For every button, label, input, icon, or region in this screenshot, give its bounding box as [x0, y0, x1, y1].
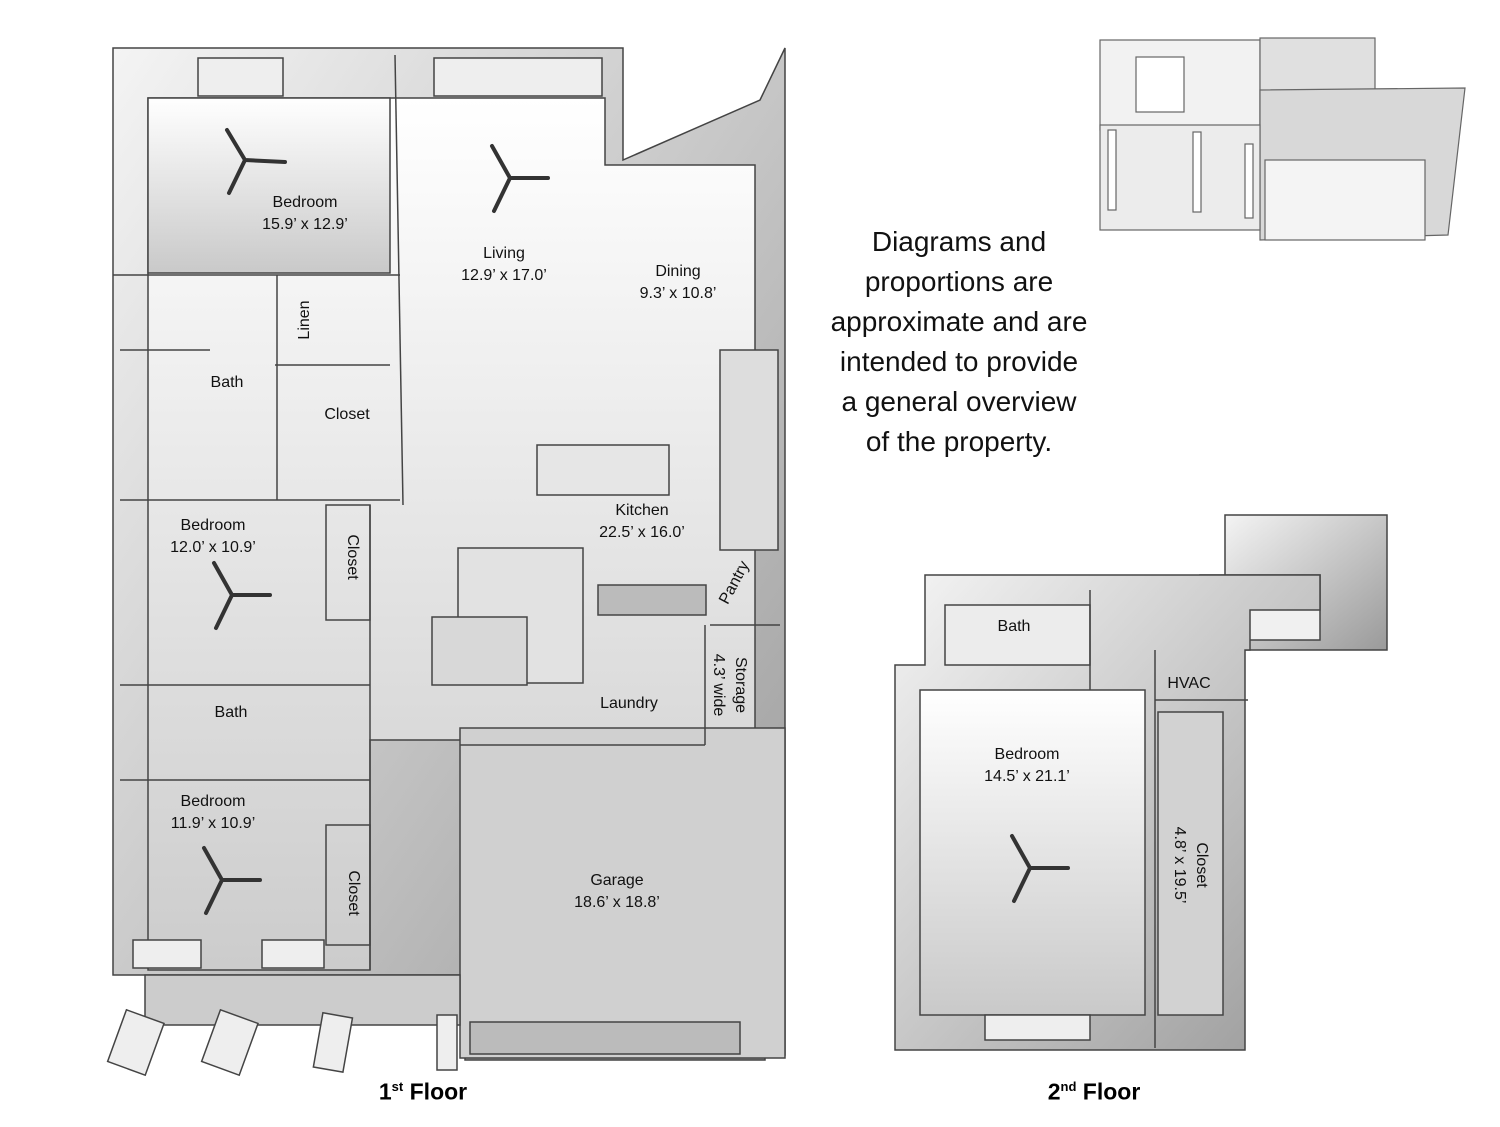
room-name: Dining — [655, 263, 701, 280]
room-size: 18.6’ x 18.8’ — [574, 894, 660, 911]
room-size: 11.9’ x 10.9’ — [170, 815, 256, 832]
room-size: 22.5’ x 16.0’ — [599, 524, 685, 541]
room-label-bath-1: Bath — [210, 374, 244, 391]
room-label-dining: Dining 9.3’ x 10.8’ — [640, 261, 717, 305]
room-size: 9.3’ x 10.8’ — [639, 285, 717, 302]
room-label-bedroom-upstairs: Bedroom 14.5’ x 21.1’ — [984, 744, 1070, 788]
floor-ordinal: nd — [1060, 1078, 1077, 1094]
room-name: Kitchen — [615, 502, 669, 519]
room-size: 4.3’ wide — [710, 653, 727, 717]
floor-word: Floor — [403, 1078, 468, 1105]
room-label-closet-1: Closet — [324, 406, 370, 423]
room-label-closet-upstairs: Closet 4.8’ x 19.5’ — [1168, 827, 1212, 904]
room-name: Garage — [590, 872, 644, 889]
room-label-laundry: Laundry — [600, 695, 658, 712]
room-label-closet-2: Closet — [344, 534, 361, 580]
room-label-bedroom-2: Bedroom 12.0’ x 10.9’ — [170, 515, 256, 559]
ceiling-fan-icons — [202, 128, 1070, 915]
floor-number: 2 — [1047, 1078, 1061, 1105]
second-floor-plan — [894, 514, 1388, 1051]
room-label-storage: Storage 4.3’ wide — [707, 654, 751, 717]
room-label-garage: Garage 18.6’ x 18.8’ — [574, 870, 660, 914]
room-size: 14.5’ x 21.1’ — [984, 768, 1070, 785]
room-name: Bedroom — [180, 517, 246, 534]
room-name: Living — [483, 245, 525, 262]
room-label-living: Living 12.9’ x 17.0’ — [461, 243, 547, 287]
room-size: 12.9’ x 17.0’ — [461, 267, 547, 284]
first-floor-plan — [106, 47, 786, 1077]
room-size: 4.8’ x 19.5’ — [1171, 826, 1188, 904]
room-label-bedroom-1: Bedroom 15.9’ x 12.9’ — [262, 192, 348, 236]
room-label-bedroom-3: Bedroom 11.9’ x 10.9’ — [171, 791, 256, 835]
room-label-hvac: HVAC — [1167, 675, 1211, 692]
room-label-closet-3: Closet — [345, 870, 362, 916]
room-size: 12.0’ x 10.9’ — [170, 539, 256, 556]
room-size: 15.9’ x 12.9’ — [262, 216, 348, 233]
room-name: Bedroom — [272, 194, 338, 211]
room-label-bath-upstairs: Bath — [997, 618, 1031, 635]
floor-ordinal: st — [391, 1078, 404, 1094]
floor-word: Floor — [1076, 1078, 1141, 1105]
disclaimer-text: Diagrams and proportions are approximate… — [830, 226, 1088, 457]
room-label-bath-2: Bath — [214, 704, 248, 721]
3d-exterior-render — [1099, 37, 1466, 241]
second-floor-title: 2nd Floor — [1048, 1079, 1141, 1106]
floor-number: 1 — [378, 1078, 392, 1105]
room-name: Bedroom — [180, 793, 246, 810]
room-label-linen: Linen — [296, 300, 313, 340]
room-name: Bedroom — [994, 746, 1060, 763]
room-name: Storage — [732, 656, 749, 714]
room-label-kitchen: Kitchen 22.5’ x 16.0’ — [599, 500, 685, 544]
room-name: Closet — [1193, 842, 1210, 888]
first-floor-title: 1st Floor — [379, 1079, 467, 1106]
